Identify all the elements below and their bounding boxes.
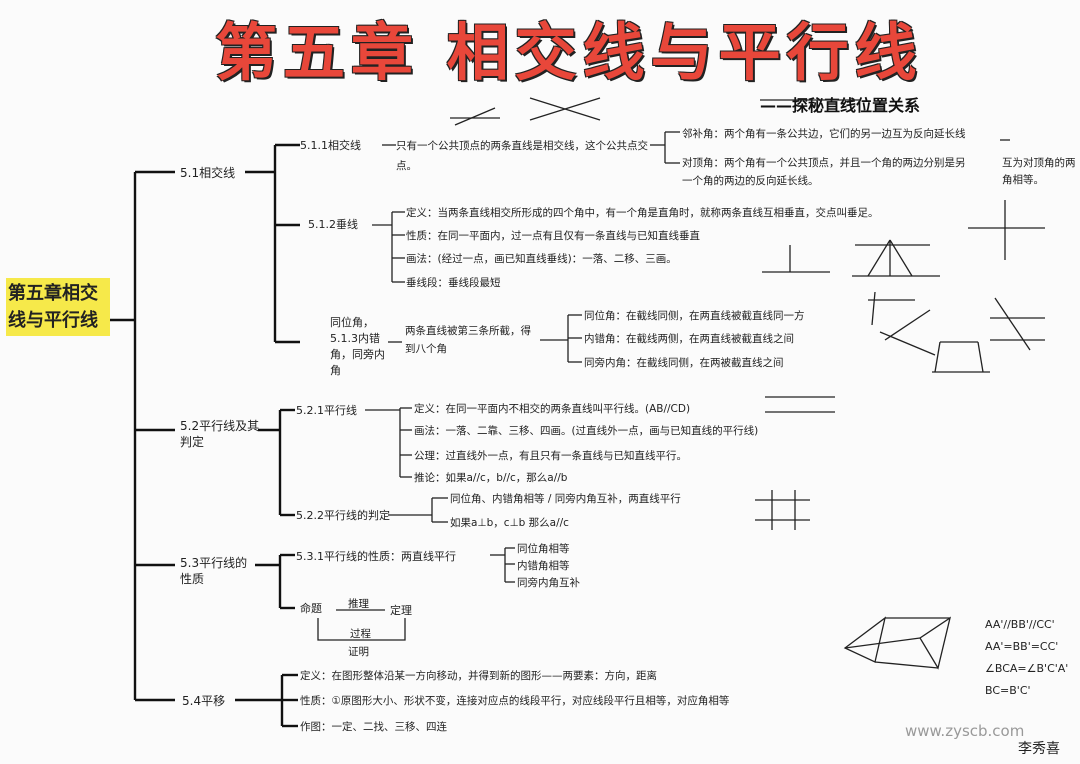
perpendicular-property: 性质：在同一平面内，过一点有且仅有一条直线与已知直线垂直 — [406, 230, 700, 242]
parallel-perpendicular-criteria: 如果a⊥b，c⊥b 那么a//c — [450, 517, 569, 529]
node-5-1-3: 同位角，5.1.3内错角，同旁内角 — [330, 316, 385, 377]
translation-drawing: 作图：一定、二找、三移、四连 — [300, 721, 447, 733]
perpendicular-definition: 定义：当两条直线相交所形成的四个角中，有一个角是直角时，就称两条直线互相垂直，交… — [406, 207, 879, 219]
parallel-drawing: 画法：一落、二靠、三移、四画。(过直线外一点，画与已知直线的平行线) — [414, 425, 759, 437]
node-5-4: 5.4平移 — [182, 694, 226, 708]
node-vertical-angles: 对顶角：两个角有一个公共顶点，并且一个角的两边分别是另一个角的两边的反向延长线。 — [682, 157, 966, 187]
reasoning-label: 推理 — [348, 598, 369, 610]
node-5-2-1: 5.2.1平行线 — [296, 404, 357, 417]
node-5-2: 5.2平行线及其判定 — [180, 419, 260, 449]
translation-property: 性质：①原图形大小、形状不变，连接对应点的线段平行，对应线段平行且相等，对应角相… — [300, 695, 730, 707]
formula-3: ∠BCA=∠B'C'A' — [985, 662, 1069, 675]
node-5-1: 5.1相交线 — [180, 166, 236, 180]
formula-2: AA'=BB'=CC' — [985, 640, 1059, 653]
corresponding-angles: 同位角：在截线同侧，在两直线被截直线同一方 — [584, 310, 805, 322]
author-signature: 李秀喜 — [1018, 741, 1060, 757]
node-5-1-1-text: 只有一个公共顶点的两条直线是相交线，这个公共点交点。 — [396, 140, 648, 172]
parallel-corollary: 推论：如果a//c，b//c，那么a//b — [414, 472, 568, 484]
perpendicular-drawing: 画法：(经过一点，画已知直线垂线)：一落、二移、三画。 — [406, 253, 677, 265]
node-adjacent-angles: 邻补角：两个角有一条公共边，它们的另一边互为反向延长线 — [682, 128, 966, 140]
watermark: www.zyscb.com — [905, 722, 1025, 740]
parallel-axiom: 公理：过直线外一点，有且只有一条直线与已知直线平行。 — [414, 450, 687, 462]
vertical-angles-note: 互为对顶角的两角相等。 — [1002, 157, 1076, 186]
translation-definition: 定义：在图形整体沿某一方向移动，并得到新的图形——两要素：方向，距离 — [300, 670, 657, 682]
alternate-interior-angles: 内错角：在截线两侧，在两直线被截直线之间 — [584, 333, 794, 345]
node-5-2-2: 5.2.2平行线的判定 — [296, 509, 390, 522]
proposition-label: 命题 — [300, 602, 322, 615]
parallel-definition: 定义：在同一平面内不相交的两条直线叫平行线。(AB//CD) — [414, 403, 691, 415]
parallel-criteria: 同位角、内错角相等 / 同旁内角互补，两直线平行 — [450, 493, 681, 505]
formula-1: AA'//BB'//CC' — [985, 618, 1055, 631]
node-5-1-2: 5.1.2垂线 — [308, 218, 358, 231]
node-5-3-1: 5.3.1平行线的性质：两直线平行 — [296, 550, 456, 563]
eight-angles-note: 两条直线被第三条所截，得到八个角 — [405, 325, 531, 355]
perpendicular-shortest: 垂线段：垂线段最短 — [406, 277, 501, 289]
node-5-3: 5.3平行线的性质 — [180, 556, 248, 586]
formula-4: BC=B'C' — [985, 684, 1031, 697]
root-node: 第五章相交线与平行线 — [6, 278, 110, 336]
process-label: 过程 — [350, 628, 371, 640]
theorem-label: 定理 — [390, 604, 412, 617]
proof-label: 证明 — [348, 646, 369, 658]
co-interior-angles: 同旁内角：在截线同侧，在两被截直线之间 — [584, 357, 784, 369]
alternate-equal: 内错角相等 — [517, 560, 570, 572]
corresponding-equal: 同位角相等 — [517, 543, 570, 555]
node-5-1-1: 5.1.1相交线 — [300, 139, 361, 152]
co-interior-supplementary: 同旁内角互补 — [517, 577, 580, 589]
page-title: 第五章 相交线与平行线 — [215, 16, 923, 89]
page-subtitle: ——探秘直线位置关系 — [760, 96, 921, 115]
